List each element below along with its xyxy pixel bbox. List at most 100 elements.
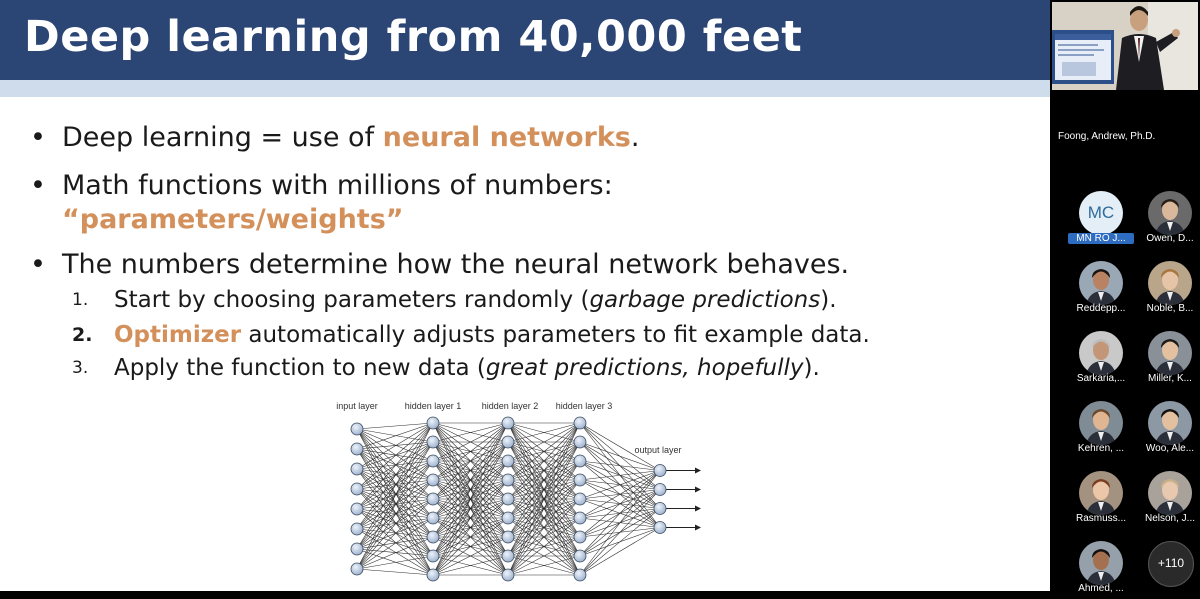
network-node: [350, 542, 364, 556]
network-edge: [507, 422, 581, 519]
network-edge: [356, 460, 434, 570]
participant-avatar-initials: MC: [1079, 191, 1123, 235]
network-edge: [579, 441, 661, 471]
network-edge: [356, 448, 434, 519]
network-edge: [356, 517, 434, 550]
participant-tile[interactable]: Reddepp...: [1066, 261, 1136, 319]
network-edge: [356, 448, 434, 557]
network-edge: [356, 460, 434, 530]
network-edge: [356, 508, 434, 538]
layer-label: input layer: [336, 401, 378, 411]
network-edge: [356, 488, 434, 500]
network-edge: [356, 555, 434, 570]
more-participants-count: +110: [1148, 541, 1194, 587]
network-edge: [356, 422, 434, 530]
participant-tile[interactable]: Ahmed, ...: [1066, 541, 1136, 599]
participant-tile[interactable]: Miller, K...: [1135, 331, 1200, 389]
participant-name: Ahmed, ...: [1078, 583, 1124, 594]
title-underline-band: [0, 80, 1050, 97]
network-node: [573, 568, 587, 582]
participant-name: Owen, D...: [1146, 233, 1194, 244]
network-edge: [432, 460, 509, 576]
network-edge: [356, 422, 434, 430]
network-edge: [356, 468, 434, 557]
network-edge: [507, 422, 581, 462]
network-edge: [432, 422, 509, 462]
network-edge: [432, 422, 509, 557]
network-node: [501, 511, 515, 525]
step-3-emphasis: great predictions, hopefully: [485, 355, 804, 381]
network-edge: [579, 489, 661, 576]
network-node: [501, 473, 515, 487]
network-edge: [507, 422, 581, 481]
network-node: [573, 492, 587, 506]
network-node: [350, 422, 364, 436]
network-edge: [579, 470, 661, 538]
network-edge: [356, 468, 434, 576]
network-edge: [356, 508, 434, 557]
network-node: [350, 442, 364, 456]
step-number: 3.: [72, 358, 89, 378]
network-edge: [356, 441, 434, 470]
network-edge: [356, 488, 434, 576]
participant-tile[interactable]: Nelson, J...: [1135, 471, 1200, 529]
network-edge: [356, 479, 434, 570]
participant-tile[interactable]: Woo, Ale...: [1135, 401, 1200, 459]
network-node: [573, 435, 587, 449]
network-edge: [356, 528, 434, 538]
network-edge: [507, 517, 581, 576]
more-participants-button[interactable]: +110: [1135, 541, 1200, 599]
network-edge: [356, 448, 434, 538]
network-edge: [356, 460, 434, 510]
network-node: [573, 511, 587, 525]
network-edge: [356, 479, 434, 510]
participant-name: Nelson, J...: [1144, 513, 1196, 524]
network-node: [501, 416, 515, 430]
bullet-2-highlight: “parameters/weights”: [62, 204, 404, 235]
participant-tile[interactable]: Noble, B...: [1135, 261, 1200, 319]
network-edge: [579, 470, 661, 557]
participant-avatar: [1148, 401, 1192, 445]
network-node: [501, 454, 515, 468]
participant-tile[interactable]: Owen, D...: [1135, 191, 1200, 249]
network-node: [350, 562, 364, 576]
network-edge: [356, 488, 434, 557]
participant-name: Woo, Ale...: [1145, 443, 1195, 454]
participant-name: Miller, K...: [1148, 373, 1192, 384]
network-node: [426, 416, 440, 430]
network-edge: [579, 460, 661, 471]
network-node: [426, 549, 440, 563]
network-edge: [507, 422, 581, 443]
network-edge: [356, 498, 434, 530]
participant-name: MN RO J...: [1068, 233, 1134, 244]
network-edge: [579, 470, 661, 500]
network-node: [426, 454, 440, 468]
participant-name: Noble, B...: [1146, 303, 1194, 314]
speaker-video-feed: [1052, 2, 1198, 90]
participant-tile[interactable]: Sarkaria,...: [1066, 331, 1136, 389]
network-edge: [356, 498, 434, 550]
speaker-video[interactable]: [1052, 2, 1198, 90]
network-edge: [356, 441, 434, 490]
network-edge: [507, 460, 581, 576]
network-node: [350, 462, 364, 476]
network-edge: [432, 422, 509, 538]
network-node: [573, 530, 587, 544]
participant-avatar: [1079, 541, 1123, 585]
network-edge: [356, 441, 434, 450]
network-edge: [356, 448, 434, 576]
participant-name: Sarkaria,...: [1076, 373, 1126, 384]
participant-tile[interactable]: Kehren, ...: [1066, 401, 1136, 459]
network-edge: [507, 422, 581, 576]
participant-tile[interactable]: Rasmuss...: [1066, 471, 1136, 529]
network-edge: [356, 479, 434, 490]
network-edge: [356, 548, 434, 576]
network-edge: [579, 470, 661, 576]
network-node: [350, 522, 364, 536]
network-edge: [356, 428, 434, 481]
participant-avatar: [1079, 401, 1123, 445]
network-node: [501, 549, 515, 563]
network-edge: [579, 470, 661, 519]
network-node: [573, 473, 587, 487]
